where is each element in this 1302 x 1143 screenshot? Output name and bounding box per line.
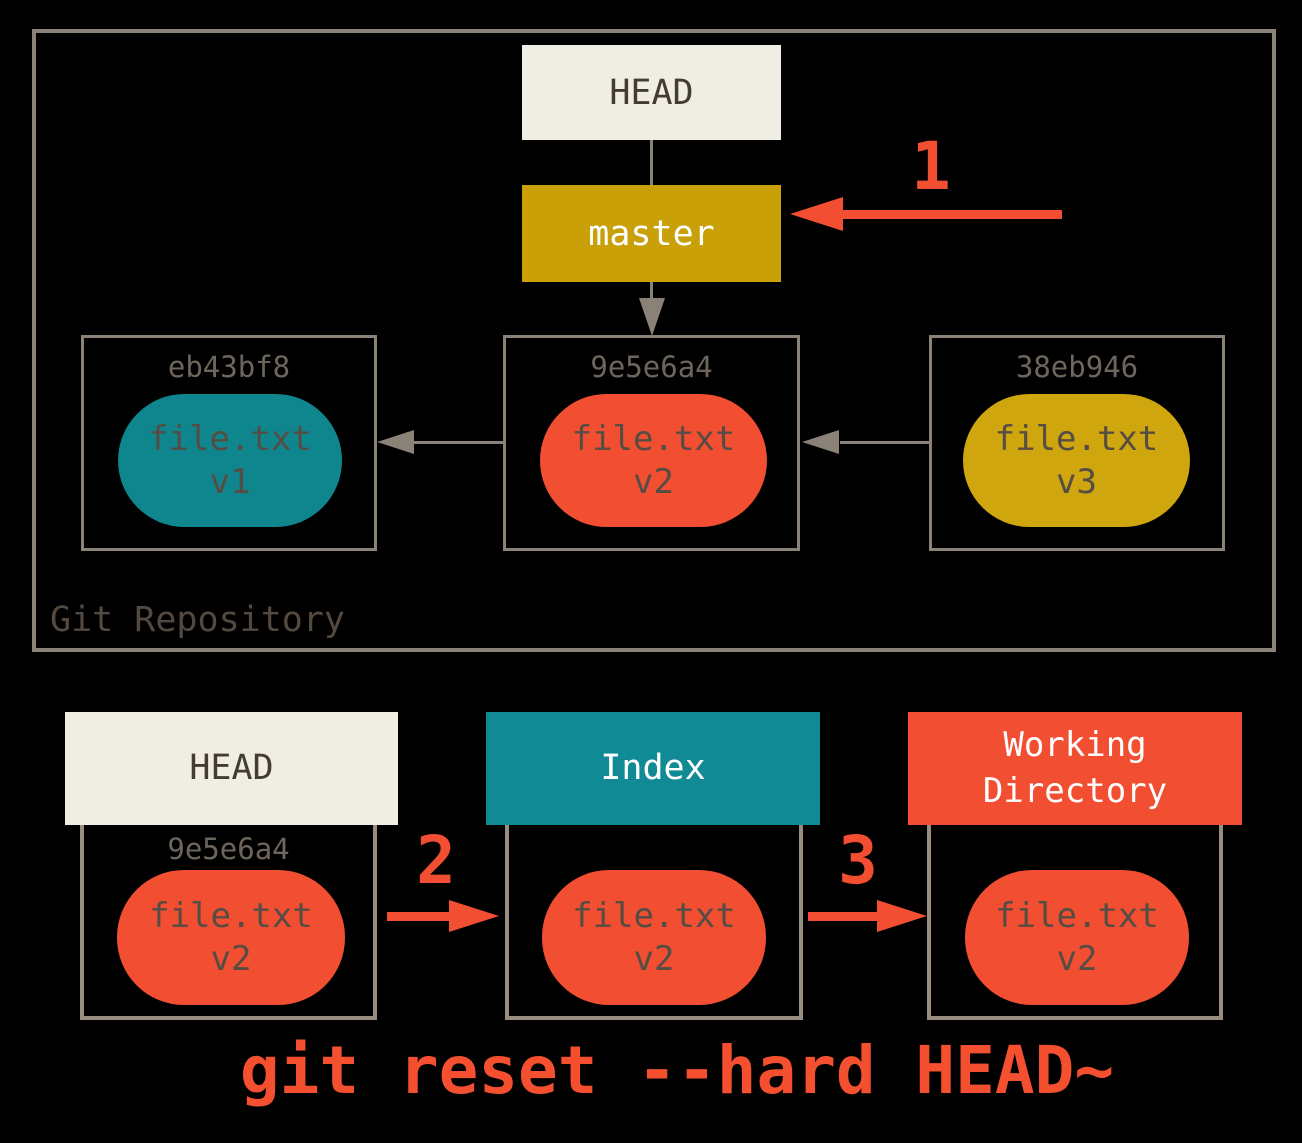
snapshot-file: file.txt: [572, 896, 736, 936]
snapshot-version: v2: [633, 938, 675, 979]
step-3-arrowhead-icon: [877, 900, 927, 932]
commit-box-38eb946: 38eb946: [929, 335, 1225, 551]
snapshot-version: v1: [209, 461, 251, 502]
step-1-arrow-shaft: [843, 210, 1062, 219]
snapshot-file: file.txt: [149, 896, 313, 936]
step-1-number: 1: [911, 128, 951, 205]
head-ref-box: HEAD: [522, 45, 781, 140]
master-branch-label: master: [588, 213, 715, 254]
snapshot-file: file.txt: [571, 419, 736, 459]
parent-arrow-shaft: [840, 441, 929, 444]
head-ref-label: HEAD: [609, 72, 694, 113]
index-area-title: Index: [600, 747, 706, 788]
snapshot-file: file.txt: [148, 419, 312, 459]
parent-arrowhead-icon: [377, 430, 414, 454]
step-2-number: 2: [416, 822, 456, 899]
head-area-hash: 9e5e6a4: [167, 832, 290, 866]
index-area-pill: file.txt v2: [542, 870, 766, 1005]
head-area-header: HEAD: [65, 712, 398, 825]
step-2-arrow-shaft: [387, 912, 450, 921]
parent-arrowhead-icon: [802, 430, 839, 454]
snapshot-version: v3: [1056, 461, 1097, 502]
master-to-commit-line: [650, 282, 653, 304]
git-repository-box: [32, 29, 1276, 652]
working-directory-area-title: Working Directory: [982, 724, 1168, 811]
commit-hash: 9e5e6a4: [590, 350, 713, 384]
snapshot-version: v2: [633, 461, 674, 502]
snapshot-pill-v3: file.txt v3: [963, 394, 1190, 527]
working-directory-area-pill: file.txt v2: [965, 870, 1189, 1005]
parent-arrow-shaft: [413, 441, 503, 444]
step-3-arrow-shaft: [808, 912, 887, 921]
snapshot-file: file.txt: [994, 419, 1159, 459]
down-arrowhead-icon: [639, 298, 665, 336]
index-area-header: Index: [486, 712, 820, 825]
head-to-master-line: [650, 140, 653, 185]
git-repository-label: Git Repository: [50, 600, 346, 640]
step-1-arrowhead-icon: [790, 197, 843, 231]
step-2-arrowhead-icon: [449, 900, 499, 932]
head-area-pill: file.txt v2: [117, 870, 345, 1005]
step-3-number: 3: [838, 822, 878, 899]
snapshot-version: v2: [210, 938, 252, 979]
commit-box-9e5e6a4: 9e5e6a4: [503, 335, 800, 551]
commit-hash: 38eb946: [1015, 350, 1139, 384]
snapshot-pill-v1: file.txt v1: [118, 394, 342, 527]
head-area-title: HEAD: [189, 747, 274, 788]
snapshot-pill-v2: file.txt v2: [540, 394, 767, 527]
snapshot-file: file.txt: [995, 896, 1159, 936]
snapshot-version: v2: [1056, 938, 1098, 979]
master-branch-box: master: [522, 185, 781, 282]
commit-hash: eb43bf8: [167, 350, 291, 384]
command-caption: git reset --hard HEAD~: [239, 1032, 1115, 1109]
commit-box-eb43bf8: eb43bf8: [81, 335, 377, 551]
working-directory-area-header: Working Directory: [908, 712, 1242, 825]
